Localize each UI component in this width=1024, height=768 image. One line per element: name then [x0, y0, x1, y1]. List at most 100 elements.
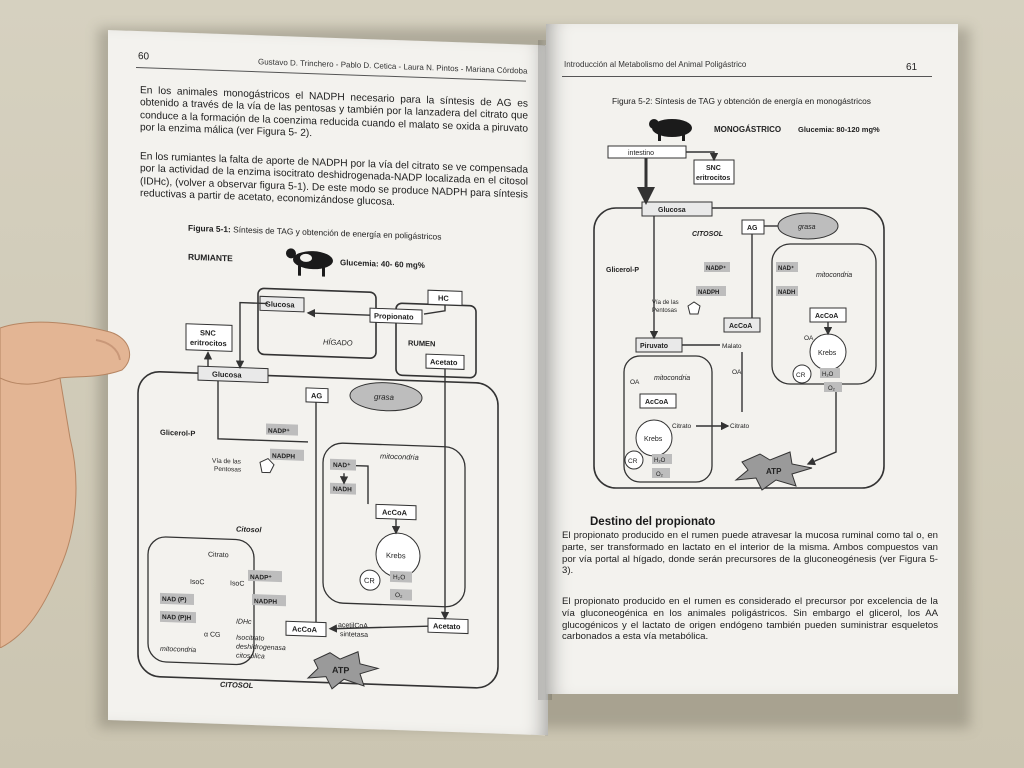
nad-plus-box-r: [776, 262, 798, 272]
via-pentosas-label-1: Vía de las: [212, 458, 242, 466]
right-header-rule: [562, 76, 932, 77]
cell-outline-r: [593, 207, 885, 489]
cow-icon: [286, 248, 333, 277]
acetilcoa-label-1: acetilCoA: [338, 622, 368, 630]
acetato-label: Acetato: [433, 621, 461, 631]
nadp-plus-box: [266, 423, 298, 436]
right-paragraph-1: El propionato producido en el rumen pued…: [562, 530, 938, 577]
diagram-arrows-r: [637, 151, 837, 466]
figure-5-1-caption: Síntesis de TAG y obtención de energía e…: [233, 224, 442, 242]
snc-box: [185, 323, 233, 352]
snc-label: SNC: [200, 328, 216, 338]
oa-label-r: OA: [804, 335, 814, 342]
o2-box-r: [824, 382, 842, 392]
left-page: 60 Gustavo D. Trinchero - Pablo D. Cetic…: [108, 30, 548, 736]
h2o-box: [390, 570, 412, 583]
o2-label: O₂: [395, 592, 403, 599]
nadp-plus-label: NADP⁺: [268, 428, 290, 436]
nadph-box: [270, 448, 304, 461]
figure-5-1-diagram: RUMIANTE Glucemia: 40- 60 mg% Glucosa HÍ…: [137, 248, 499, 690]
glicerol-label: Glicerol-P: [160, 428, 195, 438]
mitocondria-label-r2: mitocondria: [654, 375, 690, 382]
nad-p-box: [160, 592, 194, 606]
mitocondria-label-2: mitocondria: [160, 646, 196, 654]
acetilcoa-label-2: sintetasa: [340, 631, 368, 639]
oa-label-r2: OA: [732, 369, 742, 376]
nadph-box-r: [696, 286, 726, 296]
glucosa-box: [197, 365, 269, 384]
accoa-label-2: AcCoA: [292, 624, 318, 634]
via-pentosas-label-r2: Pentosas: [652, 308, 677, 314]
nadh-label-r: NADH: [778, 290, 795, 296]
ag-label: AG: [311, 391, 322, 400]
idhc-label: IDHc: [236, 618, 252, 626]
accoa-label-r2: AcCoA: [815, 313, 838, 320]
grasa-label-r: grasa: [798, 224, 816, 231]
left-paragraph-1: En los animales monogástricos el NADPH n…: [140, 85, 528, 140]
right-page-header: Introducción al Metabolismo del Animal P…: [564, 60, 747, 69]
via-pentosas-label-2: Pentosas: [214, 466, 242, 474]
cr-circle-r2: [624, 450, 644, 470]
hc-label: HC: [438, 294, 449, 303]
accoa-label: AcCoA: [382, 508, 408, 518]
cell-outline: [137, 371, 499, 689]
left-paragraph-2: En los rumiantes la falta de aporte de N…: [140, 151, 528, 209]
ag-box: [305, 387, 329, 404]
glucemia-mono-label: Glucemia: 80-120 mg%: [798, 125, 880, 134]
accoa-box-r3: [639, 393, 677, 409]
mitochondria-box: [322, 442, 466, 608]
mitochondria-box-r2: [623, 355, 713, 483]
krebs-label-r: Krebs: [818, 350, 837, 357]
isocitrato-label-2: deshidrogenasa: [236, 643, 286, 652]
nad-ph-box: [160, 610, 196, 624]
pig-icon: [649, 119, 692, 141]
accoa-label-r3: AcCoA: [645, 399, 668, 406]
krebs-label: Krebs: [386, 551, 406, 561]
figure-5-2-title: Figura 5-2: Síntesis de TAG y obtención …: [612, 96, 871, 106]
piruvato-label: Piruvato: [640, 343, 668, 350]
figure-5-2-caption: Síntesis de TAG y obtención de energía e…: [654, 96, 871, 106]
isocitrato-label-1: Isocitrato: [236, 634, 264, 642]
grasa-cloud: [349, 382, 423, 412]
citosol-label-2: CITOSOL: [220, 680, 254, 690]
atp-label-r: ATP: [766, 467, 782, 476]
citrato-label: Citrato: [208, 551, 229, 559]
atp-star-r: [734, 451, 813, 491]
accoa-box-2: [285, 620, 327, 638]
glicerol-label-r: Glicerol-P: [606, 267, 639, 274]
nad-plus-label-r: NAD⁺: [778, 265, 794, 272]
glucosa-top-label: Glucosa: [265, 299, 295, 309]
snc-label-r: SNC: [706, 165, 721, 172]
oa-label-r3: OA: [630, 379, 640, 386]
rumen-label: RUMEN: [408, 338, 435, 348]
h2o-label-r: H₂O: [822, 372, 834, 378]
nadph-label: NADPH: [272, 453, 295, 461]
diagram-arrows: [203, 301, 450, 633]
figure-5-1-label: Figura 5-1:: [188, 222, 231, 235]
krebs-label-r2: Krebs: [644, 436, 663, 443]
h2o-label: H₂O: [393, 574, 405, 581]
nadh-label: NADH: [333, 486, 352, 494]
isoc-label-1: IsoC: [190, 579, 204, 587]
snc-box-r: [693, 159, 735, 185]
nad-plus-label: NAD⁺: [333, 462, 351, 470]
o2-label-r2: O₂: [656, 472, 664, 478]
nadp-plus-label-r: NADP⁺: [706, 265, 726, 272]
cr-label: CR: [364, 576, 375, 585]
nadph-box-2: [252, 594, 286, 607]
nadph-label-2: NADPH: [254, 598, 277, 606]
acg-label: α CG: [204, 631, 220, 639]
h2o-box-r: [820, 368, 840, 378]
grasa-label: grasa: [374, 392, 395, 402]
atp-label: ATP: [332, 665, 349, 676]
nadp-plus-label-2: NADP⁺: [250, 574, 272, 582]
o2-label-r: O₂: [828, 386, 836, 392]
cr-label-r2: CR: [628, 458, 638, 465]
nad-p-label: NAD (P): [162, 596, 187, 604]
cr-circle-r: [792, 364, 812, 384]
mitocondria-label-r: mitocondria: [816, 272, 852, 279]
glucosa-label-r: Glucosa: [658, 207, 686, 214]
pentosas-pentagon: [259, 457, 275, 474]
section-title: Destino del propionato: [590, 516, 716, 528]
atp-star: [306, 651, 380, 690]
